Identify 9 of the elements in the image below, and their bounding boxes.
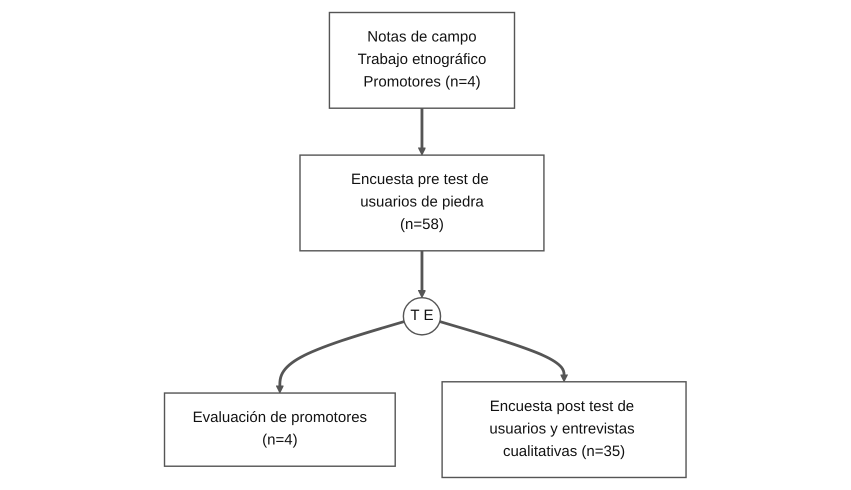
node-box: Evaluación de promotores (n=4) [164, 392, 396, 467]
node-box: Encuesta pre test de usuarios de piedra (n=58) [300, 154, 545, 252]
arrow [418, 250, 426, 298]
arrow [418, 108, 426, 156]
arrow [440, 320, 568, 382]
node-circle: T E [402, 297, 442, 336]
node-box: Notas de campo Trabajo etnográfico Promotores (n=4) [328, 12, 516, 109]
node-box: Encuesta post test de usuarios y entrevistas cualitativas (n=35) [442, 381, 687, 478]
arrow [276, 320, 405, 394]
